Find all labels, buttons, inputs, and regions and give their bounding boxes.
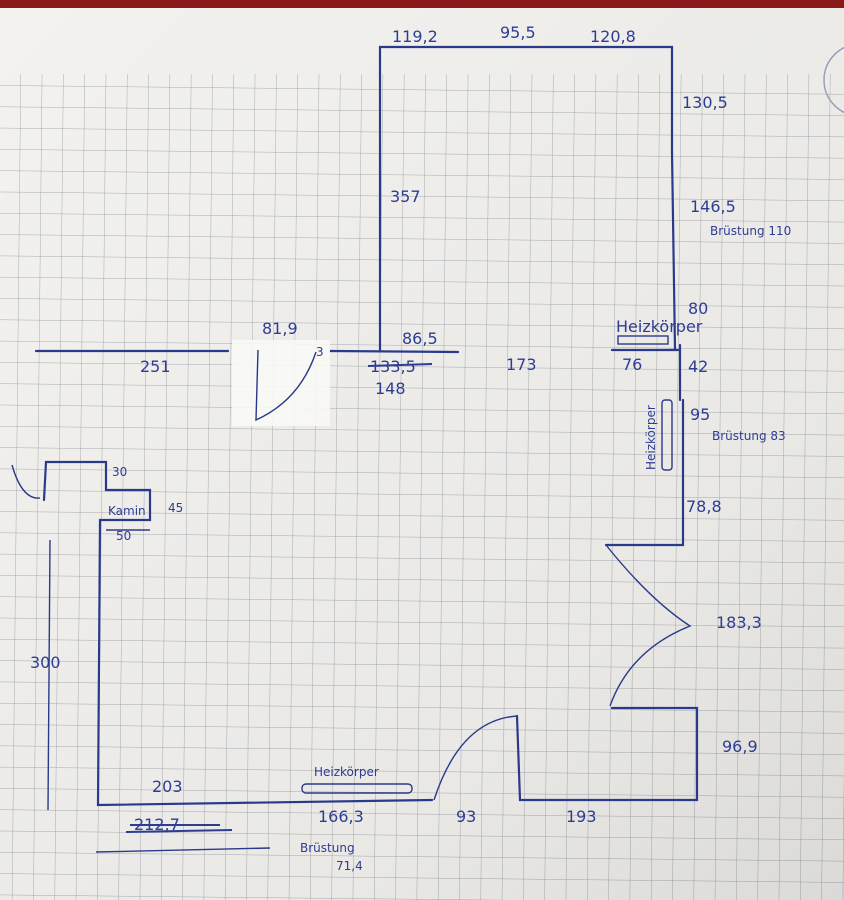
- label-bottom-3: 93: [456, 807, 476, 826]
- label-radiator-3: Heizkörper: [314, 765, 379, 779]
- label-inner-wall: 357: [390, 187, 421, 206]
- stamp: [823, 46, 844, 114]
- label-top-mid: 95,5: [500, 23, 536, 42]
- label-right-7: 96,9: [722, 737, 758, 756]
- label-radiator-2: Heizkörper: [644, 405, 658, 470]
- label-right-1: 130,5: [682, 93, 728, 112]
- label-right-6: 78,8: [686, 497, 722, 516]
- label-bottom-2: 166,3: [318, 807, 364, 826]
- label-sill-1: Brüstung 110: [710, 224, 791, 238]
- label-chimney-width: 50: [116, 529, 131, 543]
- label-small-3: 3: [316, 345, 324, 359]
- label-door-width-2: 183,3: [716, 613, 762, 632]
- label-struck-1: 133,5: [370, 357, 416, 376]
- label-right-5: 95: [690, 405, 710, 424]
- label-right-3: 80: [688, 299, 708, 318]
- label-top-left: 119,2: [392, 27, 438, 46]
- walls: [11, 45, 699, 853]
- label-sill-2: Brüstung 83: [712, 429, 786, 443]
- label-left-wall: 251: [140, 357, 171, 376]
- erased-area: [232, 340, 330, 426]
- label-right-4: 42: [688, 357, 708, 376]
- label-door-width-1: 81,9: [262, 319, 298, 338]
- label-mid-seg-2: 148: [375, 379, 406, 398]
- dimension-labels: 119,2 95,5 120,8 130,5 357 146,5 Brüstun…: [30, 23, 791, 873]
- label-sill-3: Brüstung: [300, 841, 355, 855]
- label-left-height: 300: [30, 653, 61, 672]
- label-mid-seg-3: 173: [506, 355, 537, 374]
- label-right-notch: 76: [622, 355, 642, 374]
- label-mid-seg-1: 86,5: [402, 329, 438, 348]
- label-bottom-1: 203: [152, 777, 183, 796]
- label-chimney: Kamin: [108, 504, 146, 518]
- label-top-right: 120,8: [590, 27, 636, 46]
- label-radiator-1: Heizkörper: [616, 317, 703, 336]
- label-right-2: 146,5: [690, 197, 736, 216]
- label-chimney-top: 30: [112, 465, 127, 479]
- label-bottom-4: 193: [566, 807, 597, 826]
- label-chimney-depth: 45: [168, 501, 183, 515]
- label-sill-3-value: 71,4: [336, 859, 363, 873]
